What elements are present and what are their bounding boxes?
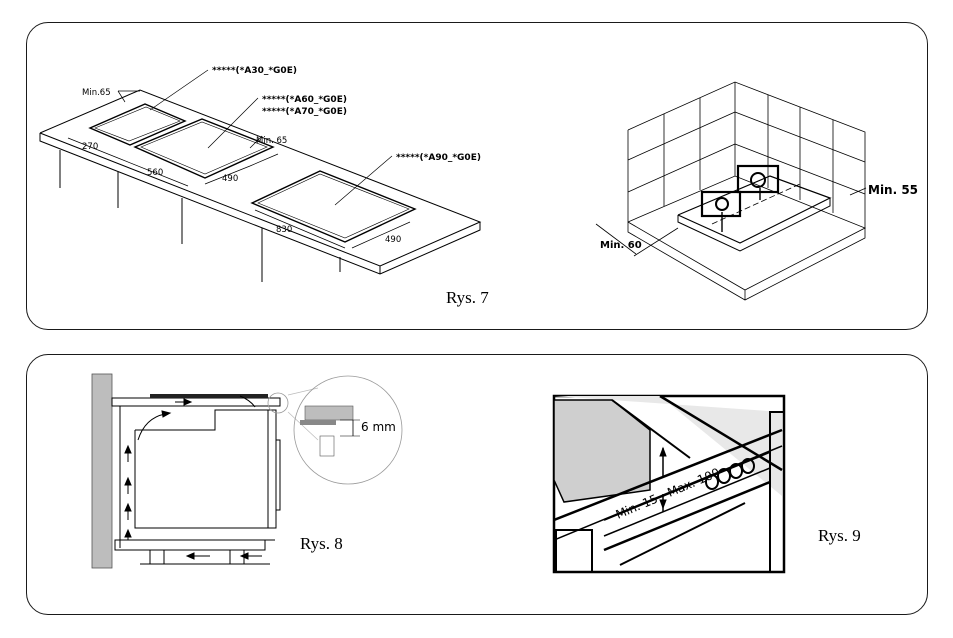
detail-gap — [300, 405, 360, 457]
hob-cutouts — [88, 103, 417, 243]
model-a70-label: *****(*A70_*G0E) — [262, 107, 347, 117]
dim-min60: Min. 60 — [600, 240, 642, 251]
corner-installation-drawing — [595, 81, 867, 301]
oven-installation-detail — [554, 396, 784, 572]
countertop — [39, 89, 482, 282]
gap-6mm-label: 6 mm — [361, 420, 396, 434]
detail-magnifier — [293, 375, 403, 485]
figure-7-caption: Rys. 7 — [446, 288, 489, 307]
dim-490-a: 490 — [222, 174, 238, 184]
cutout-a60 — [133, 118, 275, 179]
dim-270: 270 — [82, 142, 98, 152]
dim-830: 830 — [276, 225, 292, 235]
airflow-arrows — [124, 395, 262, 560]
dim-min65-left: Min.65 — [82, 88, 111, 98]
dimension-lines — [67, 69, 411, 249]
model-a90-label: *****(*A90_*G0E) — [396, 153, 481, 163]
model-a60-label: *****(*A60_*G0E) — [262, 95, 347, 105]
cutout-a90 — [250, 170, 417, 243]
dim-560: 560 — [147, 168, 163, 178]
cutout-a30 — [88, 103, 187, 146]
dim-min65-mid: Min. 65 — [256, 136, 287, 146]
figure-8-caption: Rys. 8 — [300, 534, 343, 553]
dim-490-b: 490 — [385, 235, 401, 245]
dim-min55: Min. 55 — [868, 183, 918, 197]
figure-9-caption: Rys. 9 — [818, 526, 861, 545]
wall — [91, 373, 113, 569]
model-a30-label: *****(*A30_*G0E) — [212, 66, 297, 76]
